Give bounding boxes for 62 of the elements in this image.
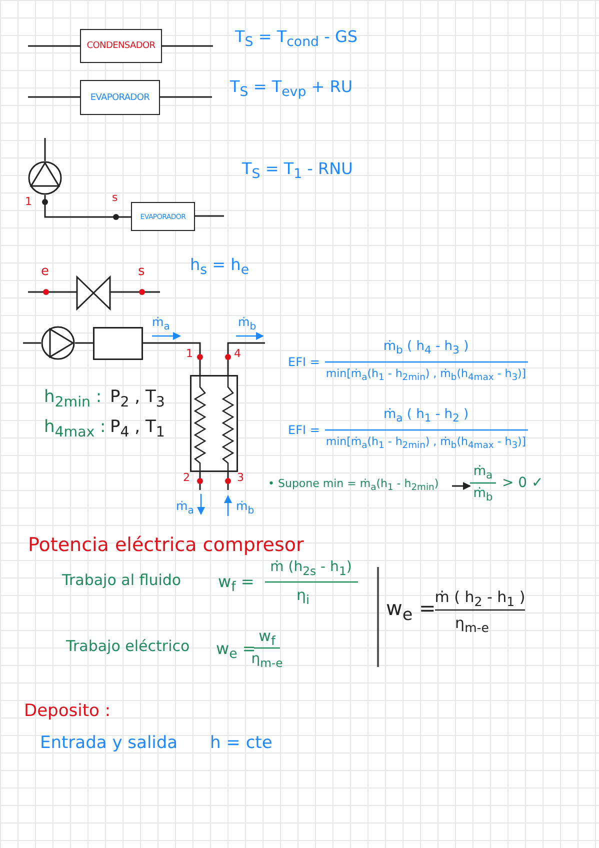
pipe-line [195,215,224,217]
point-label: 2 [183,472,190,484]
note-text: Entrada y salida [40,734,178,753]
denominator: ṁ$_{b}$ [473,487,493,504]
equation: h$_{s}$ = h$_{e}$ [190,256,250,279]
numerator: ṁ$_{a}$ [473,465,493,482]
equation: T$_{S}$ = T$_{1}$ - RNU [242,160,353,183]
numerator: ṁ (h$_{2s}$ - h$_{1}$) [270,560,352,578]
denominator: η$_{i}$ [296,587,310,607]
condenser-box: CONDENSADOR [80,29,162,63]
pump-symbol [41,326,75,360]
equation: T$_{S}$ = T$_{cond}$ - GS [235,28,358,51]
flow-label: ṁ$_{a}$ [176,500,194,516]
flow-label: ṁ$_{b}$ [236,500,254,516]
pipe-line [28,45,80,47]
point-label: 4 [234,348,241,360]
compressor-symbol [28,161,62,195]
equation: T$_{S}$ = T$_{evp}$ + RU [230,78,353,101]
point-label: 3 [237,472,244,484]
equation-label: w$_{f}$ = [218,573,254,596]
component-box [93,327,143,360]
equation: h = cte [210,734,272,753]
point-label: 1 [25,196,32,208]
pipe-line [160,96,212,98]
numerator: ṁ$_{b}$ ( h$_{4}$ - h$_{3}$ ) [383,340,469,356]
pipe-line [23,342,41,344]
equation-label: EFI = [288,424,320,438]
pipe-line [28,96,80,98]
numerator: w$_{f}$ [258,628,276,648]
point-label: e [41,265,49,280]
point-label: s [112,192,118,204]
section-heading: Deposito : [24,702,111,721]
numerator: ṁ$_{a}$ ( h$_{1}$ - h$_{2}$ ) [383,408,469,424]
equation: > 0 ✓ [502,476,544,492]
flow-label: ṁ$_{b}$ [238,316,256,332]
denominator: η$_{m-e}$ [455,615,489,635]
denominator: min[ṁ$_{a}$(h$_{1}$ - h$_{2min}$) , ṁ$_{b}$(h$_{4max}$ - h$_{3}$)] [326,436,526,452]
equation-label: h$_{2min}$ : [44,388,102,411]
evaporator-box: EVAPORADOR [80,80,160,115]
point-label: s [138,265,145,280]
equation-label: Trabajo eléctrico [66,638,190,654]
denominator: min[ṁ$_{a}$(h$_{1}$ - h$_{2min}$) , ṁ$_{b}$(h$_{4max}$ - h$_{3}$)] [326,368,526,384]
equation-label: h$_{4max}$ : [44,418,106,441]
equation-label: EFI = [288,356,320,370]
pipe-line [75,342,93,344]
note-text: • Supone min = ṁ$_{a}$(h$_{1}$ - h$_{2min}$) [268,478,439,494]
pipe-line [42,195,131,220]
point-label: 1 [186,348,193,360]
pipe-line [227,472,229,490]
pipe-line [162,45,213,47]
flow-label: ṁ$_{a}$ [152,316,170,332]
numerator: ṁ ( h$_{2}$ - h$_{1}$ ) [434,589,526,609]
pipe-line [227,342,265,375]
equation: P$_{4}$ , T$_{1}$ [110,418,165,441]
heat-exchanger-box [190,375,238,472]
equation: P$_{2}$ , T$_{3}$ [110,388,165,411]
pipe-line [143,342,201,375]
section-heading: Potencia eléctrica compresor [28,535,304,556]
pipe-line [44,138,46,161]
equation-label: Trabajo al fluido [62,572,182,588]
equation-label: w$_{e}$ = [386,597,436,624]
pipe-line [199,472,201,490]
